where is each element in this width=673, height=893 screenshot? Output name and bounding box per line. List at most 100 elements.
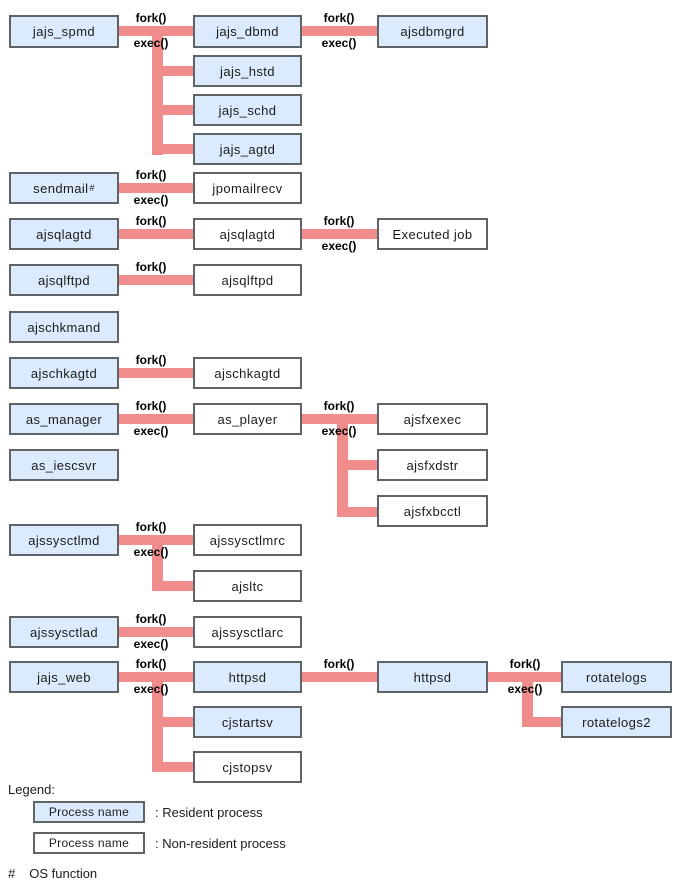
legend-resident-box: Process name xyxy=(33,801,145,823)
fork-label: fork() xyxy=(135,214,167,228)
connector-segment xyxy=(119,229,193,239)
process-box-ajsfxdstr: ajsfxdstr xyxy=(377,449,488,481)
exec-label: exec() xyxy=(133,682,169,696)
process-label: jajs_web xyxy=(37,669,91,685)
process-label: ajsdbmgrd xyxy=(400,24,465,39)
connector-segment xyxy=(152,672,163,772)
fork-label: fork() xyxy=(323,214,355,228)
process-box-sendmail: sendmail# xyxy=(9,172,119,204)
process-box-ajssysctlad: ajssysctlad xyxy=(9,616,119,648)
process-box-ajsqlagtd: ajsqlagtd xyxy=(9,218,119,250)
fork-label: fork() xyxy=(135,168,167,182)
process-box-cjstopsv: cjstopsv xyxy=(193,751,302,783)
process-label: jajs_agtd xyxy=(219,141,276,157)
process-label: rotatelogs2 xyxy=(582,714,651,730)
process-label: cjstartsv xyxy=(221,714,274,730)
process-box-httpsd: httpsd xyxy=(377,661,488,693)
fork-label: fork() xyxy=(135,260,167,274)
process-box-ajsfxexec: ajsfxexec xyxy=(377,403,488,435)
exec-label: exec() xyxy=(133,424,169,438)
connector-segment xyxy=(533,717,561,727)
process-label: rotatelogs xyxy=(585,669,648,685)
process-box-executed-job: Executed job xyxy=(377,218,488,250)
process-label: as_iescsvr xyxy=(31,457,97,473)
connector-segment xyxy=(163,66,193,76)
connector-segment xyxy=(119,183,193,193)
process-box-ajschkagtd: ajschkagtd xyxy=(193,357,302,389)
legend-resident-box-label: Process name xyxy=(48,805,130,819)
footnote-text: OS function xyxy=(29,866,98,881)
legend-resident-desc: : Resident process xyxy=(155,805,263,820)
connector-segment xyxy=(348,460,377,470)
process-box-ajsqlftpd: ajsqlftpd xyxy=(193,264,302,296)
process-box-jajs-dbmd: jajs_dbmd xyxy=(193,15,302,48)
connector-segment xyxy=(119,627,193,637)
connector-segment xyxy=(119,275,193,285)
process-label: jajs_hstd xyxy=(220,63,275,79)
connector-segment xyxy=(337,414,348,517)
process-label: as_player xyxy=(217,411,278,427)
process-label: ajsqlagtd xyxy=(36,226,92,242)
process-label: ajssysctlmrc xyxy=(209,532,286,548)
process-box-ajschkmand: ajschkmand xyxy=(9,311,119,343)
connector-segment xyxy=(119,368,193,378)
process-label: ajschkmand xyxy=(27,319,101,335)
process-label: jajs_schd xyxy=(218,102,277,118)
connector-segment xyxy=(348,507,377,517)
legend-title: Legend: xyxy=(8,782,55,797)
fork-label: fork() xyxy=(323,399,355,413)
connector-segment xyxy=(152,26,163,155)
connector-segment xyxy=(163,717,193,727)
process-label: ajsfxbcctl xyxy=(403,503,462,519)
fork-label: fork() xyxy=(135,520,167,534)
process-box-jpomailrecv: jpomailrecv xyxy=(193,172,302,204)
process-label: jpomailrecv xyxy=(212,180,283,196)
exec-label: exec() xyxy=(321,239,357,253)
connector-segment xyxy=(302,672,377,682)
process-box-ajssysctlarc: ajssysctlarc xyxy=(193,616,302,648)
process-box-ajsqlagtd: ajsqlagtd xyxy=(193,218,302,250)
fork-label: fork() xyxy=(323,657,355,671)
process-box-ajsdbmgrd: ajsdbmgrd xyxy=(377,15,488,48)
process-label: Executed job xyxy=(392,226,473,242)
connector-segment xyxy=(302,229,377,239)
connector-segment xyxy=(163,105,193,115)
exec-label: exec() xyxy=(321,36,357,50)
legend-nonresident-box: Process name xyxy=(33,832,145,854)
process-label: jajs_dbmd xyxy=(216,24,279,39)
process-box-ajschkagtd: ajschkagtd xyxy=(9,357,119,389)
connector-segment xyxy=(163,144,193,154)
process-box-jajs-hstd: jajs_hstd xyxy=(193,55,302,87)
process-box-ajssysctlmd: ajssysctlmd xyxy=(9,524,119,556)
process-label: ajsltc xyxy=(231,578,264,594)
process-box-jajs-web: jajs_web xyxy=(9,661,119,693)
connector-segment xyxy=(152,535,163,591)
process-box-as-iescsvr: as_iescsvr xyxy=(9,449,119,481)
exec-label: exec() xyxy=(133,637,169,651)
process-label: ajsfxdstr xyxy=(406,457,459,473)
process-box-jajs-spmd: jajs_spmd xyxy=(9,15,119,48)
process-box-ajsltc: ajsltc xyxy=(193,570,302,602)
connector-segment xyxy=(302,26,377,36)
os-function-footnote: #OS function xyxy=(8,866,97,881)
exec-label: exec() xyxy=(133,545,169,559)
fork-label: fork() xyxy=(135,657,167,671)
process-label: as_manager xyxy=(25,411,103,427)
process-box-rotatelogs: rotatelogs xyxy=(561,661,672,693)
process-box-httpsd: httpsd xyxy=(193,661,302,693)
fork-label: fork() xyxy=(135,612,167,626)
process-box-jajs-agtd: jajs_agtd xyxy=(193,133,302,165)
connector-segment xyxy=(119,414,193,424)
connector-segment xyxy=(163,581,193,591)
exec-label: exec() xyxy=(133,193,169,207)
process-label: ajsfxexec xyxy=(403,411,462,427)
process-box-rotatelogs2: rotatelogs2 xyxy=(561,706,672,738)
fork-label: fork() xyxy=(135,399,167,413)
process-label: ajsqlftpd xyxy=(37,272,91,288)
fork-label: fork() xyxy=(135,11,167,25)
process-label: ajsqlftpd xyxy=(221,272,274,288)
process-box-ajsqlftpd: ajsqlftpd xyxy=(9,264,119,296)
process-box-as-player: as_player xyxy=(193,403,302,435)
legend-nonresident-box-label: Process name xyxy=(48,836,130,850)
